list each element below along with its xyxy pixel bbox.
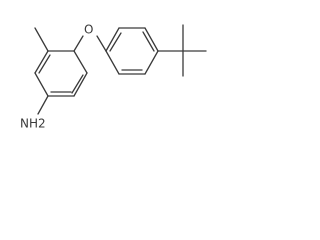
methyl-bond bbox=[34, 27, 49, 52]
chemical-structure: O NH2 bbox=[20, 23, 207, 131]
oxygen-atom-label: O bbox=[84, 23, 93, 37]
bond bbox=[144, 50, 159, 75]
amine-atom-label: NH2 bbox=[20, 117, 46, 131]
bond bbox=[73, 72, 88, 97]
right-benzene-ring bbox=[105, 27, 159, 75]
left-benzene-ring bbox=[34, 50, 88, 97]
bond bbox=[144, 27, 159, 52]
double-bond-inner bbox=[142, 31, 155, 52]
double-bond-inner bbox=[109, 32, 122, 52]
bond bbox=[34, 72, 49, 97]
double-bond-inner bbox=[71, 74, 84, 94]
bond bbox=[105, 27, 120, 52]
ether-bond-right bbox=[96, 35, 107, 52]
ether-bond-left bbox=[73, 35, 84, 52]
bond bbox=[34, 50, 49, 74]
tert-butyl-group bbox=[157, 24, 207, 77]
bond bbox=[105, 50, 120, 75]
bond bbox=[73, 50, 88, 74]
double-bond-inner bbox=[38, 54, 51, 74]
amine-bond bbox=[37, 95, 49, 115]
